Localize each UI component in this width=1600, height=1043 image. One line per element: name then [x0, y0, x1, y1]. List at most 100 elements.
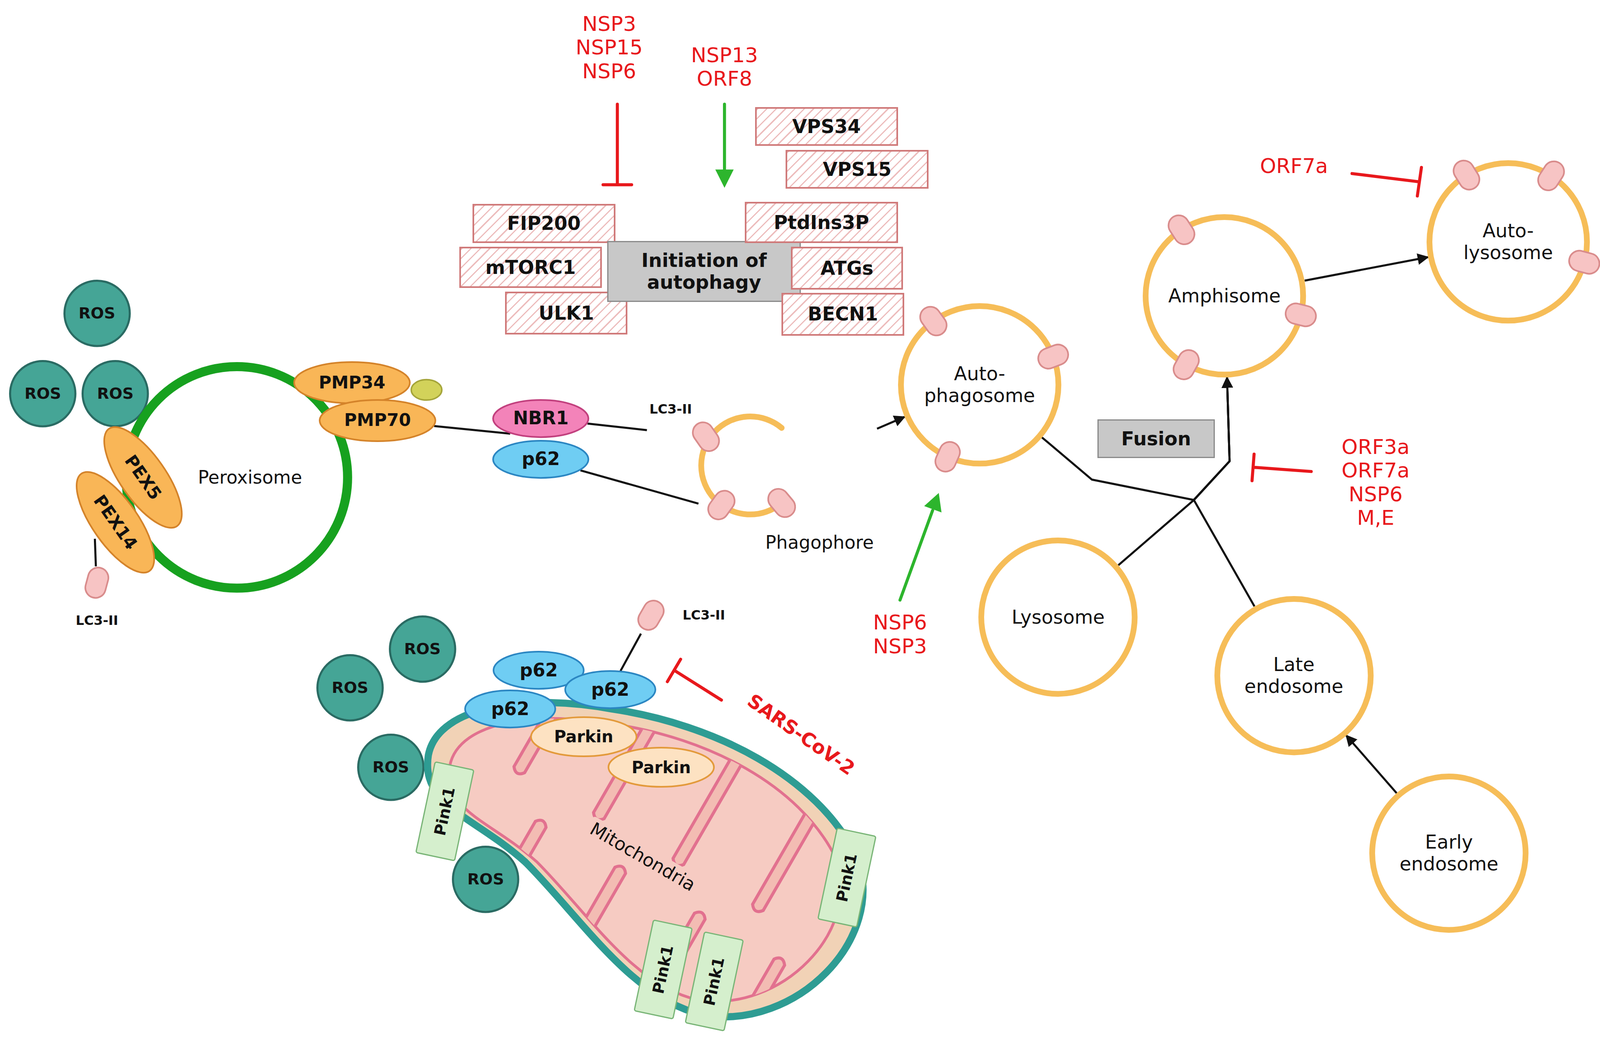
node-label: ROS	[404, 640, 441, 659]
node-label: Parkin	[554, 727, 614, 747]
parkin-ellipse: Parkin	[607, 746, 715, 788]
inhibition-line	[615, 104, 619, 184]
label-holder: NSP13 ORF8	[690, 43, 758, 92]
node-label: Pink1	[430, 785, 459, 838]
ros-circle: ROS	[9, 360, 77, 428]
viral-protein-label: NSP13 ORF8	[690, 43, 758, 92]
node-label: ULK1	[538, 302, 595, 325]
node-label: Fusion	[1121, 428, 1191, 450]
node-label: ROS	[372, 758, 410, 777]
phagophore: Phagophore	[698, 407, 878, 556]
node-label: VPS34	[792, 115, 861, 138]
node-label: FIP200	[507, 212, 581, 235]
lc3-capsule	[1169, 346, 1203, 384]
node-label: LC3-II	[682, 607, 726, 623]
receptor-ellipse-shape	[493, 440, 589, 478]
node-label: Peroxisome	[197, 467, 302, 489]
hatched-box: FIP200	[472, 203, 616, 243]
connector	[587, 423, 647, 431]
connector	[94, 538, 96, 567]
receptor-ellipse-shape	[565, 671, 656, 709]
membrane-protein-shape	[294, 362, 410, 404]
crista	[558, 909, 708, 1043]
vesicle-circle-shape	[900, 306, 1059, 464]
node-label: Pink1	[700, 955, 729, 1008]
label-holder: ORF3a ORF7a NSP6 M,E	[1341, 435, 1410, 531]
ros-circle-shape	[82, 361, 148, 427]
ros-circle: ROS	[451, 845, 520, 913]
connector	[1118, 377, 1230, 566]
vesicle-circle: Auto- lysosome	[1426, 160, 1590, 324]
activation-line	[722, 104, 726, 172]
connector	[1041, 377, 1230, 500]
ros-circle-shape	[64, 280, 130, 346]
vesicle-circle-shape	[1372, 776, 1526, 930]
connector	[620, 633, 641, 671]
node-label: LC3-II	[649, 401, 692, 417]
ros-circle: ROS	[388, 615, 457, 683]
ros-circle: ROS	[357, 733, 425, 801]
lc3-marker: LC3-II	[639, 596, 728, 634]
node-label: ROS	[24, 384, 62, 403]
parkin-ellipse: Parkin	[530, 716, 638, 758]
node-label: ROS	[331, 678, 369, 698]
membrane-protein-shape	[319, 400, 436, 442]
hatched-box: ATGs	[790, 246, 903, 290]
node-label: PMP70	[344, 410, 412, 431]
membrane-protein: PMP34	[293, 361, 411, 405]
node-label: Phagophore	[765, 532, 874, 554]
node-label: Early endosome	[1399, 831, 1499, 875]
node-label: NBR1	[512, 407, 569, 429]
node-label: Amphisome	[1168, 285, 1281, 307]
node-label: Lysosome	[1011, 606, 1105, 629]
inhibition-line	[1255, 467, 1312, 472]
node-label: VPS15	[822, 158, 892, 181]
node-label: ROS	[78, 304, 116, 323]
receptor-ellipse: NBR1	[492, 399, 590, 438]
node-label: LC3-II	[75, 612, 119, 629]
inhibition-bar	[1417, 167, 1422, 196]
ros-circle-shape	[10, 361, 76, 427]
node-label: p62	[591, 679, 630, 701]
parkin-ellipse-shape	[530, 717, 637, 757]
lc3-capsule	[763, 484, 800, 522]
node-label: ROS	[96, 384, 134, 403]
lc3-capsule	[1534, 157, 1568, 195]
vesicle-circle-shape	[1217, 598, 1371, 753]
membrane-particle	[411, 379, 442, 401]
activation-line	[900, 510, 933, 601]
ros-circle-shape	[453, 846, 519, 913]
node-label: mTORC1	[485, 256, 576, 279]
node-label: p62	[521, 448, 560, 470]
viral-protein-label: NSP3 NSP15 NSP6	[575, 12, 643, 84]
viral-protein-label: ORF7a	[1259, 154, 1328, 179]
viral-protein-label: ORF3a ORF7a NSP6 M,E	[1341, 435, 1410, 531]
hatched-box: BECN1	[781, 292, 904, 336]
hatched-box: VPS15	[785, 149, 929, 189]
lc3-capsule	[916, 302, 951, 340]
cristae	[359, 530, 940, 1043]
inhibition-bar	[667, 659, 681, 682]
pink1-box: Pink1	[415, 760, 475, 861]
lc3-marker: LC3-II	[58, 566, 136, 630]
vesicle-circle: Auto- phagosome	[898, 303, 1062, 467]
node-label: ROS	[467, 870, 505, 889]
lc3-marker: LC3-II	[646, 400, 729, 452]
node-label: Initiation of autophagy	[633, 249, 775, 294]
label-holder: NSP3 NSP15 NSP6	[575, 12, 643, 84]
ros-circle-shape	[357, 734, 424, 800]
node-label: Auto- lysosome	[1463, 219, 1553, 264]
vesicle-circle-shape	[981, 540, 1135, 694]
process-box: Initiation of autophagy	[607, 240, 802, 303]
node-label: Auto- phagosome	[923, 362, 1035, 407]
lc3-capsule	[1283, 301, 1319, 329]
membrane-protein-shape	[62, 460, 168, 585]
crista	[478, 863, 628, 1043]
connector	[1193, 377, 1255, 607]
ros-circle: ROS	[63, 279, 131, 347]
node-label: ATGs	[820, 257, 874, 280]
inhibition-bar	[1251, 454, 1254, 481]
node-label: p62	[491, 698, 530, 720]
lc3-capsule	[83, 565, 111, 601]
node-label: Parkin	[631, 757, 691, 777]
